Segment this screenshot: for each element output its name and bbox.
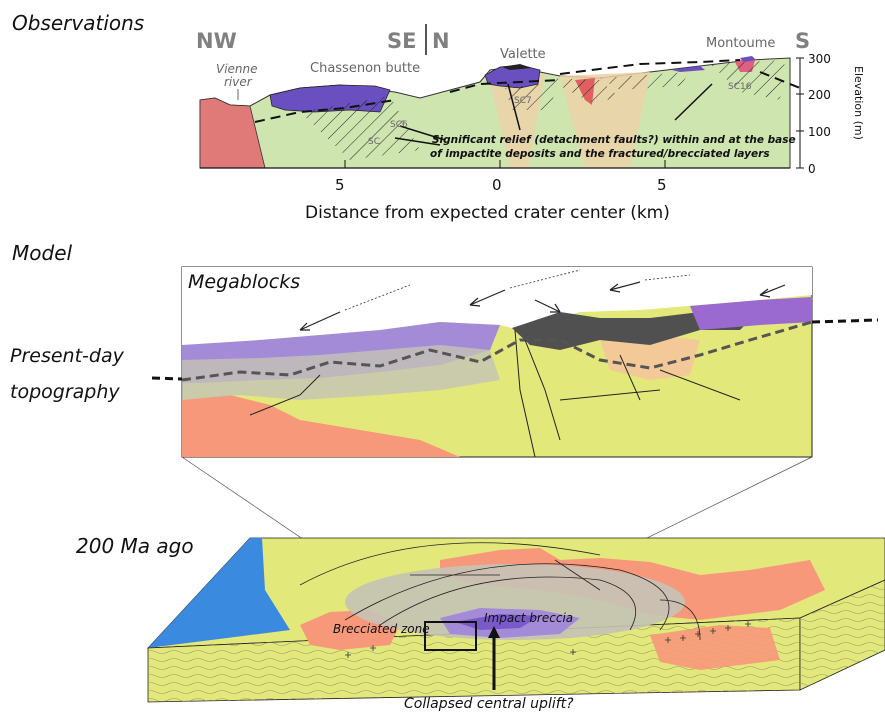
elevation-axis <box>796 57 804 169</box>
brecciated-zone-3 <box>600 72 690 90</box>
brecciated-zone-label: Brecciated zone <box>333 622 430 636</box>
present-day-label-2: topography <box>10 381 120 403</box>
dist-tick-5-left: 5 <box>335 176 345 194</box>
valette-label: Valette <box>500 47 546 62</box>
present-day-label-1: Present-day <box>10 345 125 367</box>
distance-ticks <box>344 160 666 168</box>
brecciated-zone-1 <box>300 96 420 160</box>
site-label-sc16: SC16 <box>728 82 752 92</box>
direction-s: S <box>795 29 810 53</box>
brecciated-zone-4 <box>710 60 785 100</box>
brecciated-zone-5 <box>505 82 560 110</box>
ancient-title: 200 Ma ago <box>76 534 194 558</box>
direction-nw: NW <box>196 29 237 53</box>
elev-tick-0: 0 <box>808 162 816 176</box>
block-diagram <box>147 537 885 703</box>
detachment-faults <box>254 59 801 123</box>
brecciated-zone-2 <box>545 78 620 102</box>
megablocks-panel <box>181 266 813 458</box>
elev-tick-200: 200 <box>808 88 831 102</box>
impactite-east <box>672 66 705 72</box>
collapsed-uplift-label: Collapsed central uplift? <box>404 696 574 712</box>
vienne-label-1: Vienne <box>216 62 258 76</box>
elev-tick-300: 300 <box>808 52 831 66</box>
model-title: Model <box>12 241 72 265</box>
zoom-box <box>424 621 477 651</box>
elevation-axis-label: Elevation (m) <box>852 66 865 140</box>
montoume-label: Montoume <box>706 36 775 51</box>
dist-tick-0: 0 <box>492 176 502 194</box>
site-label-sc: SC <box>368 137 380 147</box>
impactite-montoume-top <box>740 56 756 62</box>
melt-valette <box>502 64 532 70</box>
megablocks-label: Megablocks <box>188 271 300 293</box>
annotation-line-2: of impactite deposits and the fractured/… <box>430 148 770 160</box>
cross-section <box>199 56 801 169</box>
annotation-line-1: Significant relief (detachment faults?) … <box>432 134 796 146</box>
collapsed-uplift-arrow <box>488 626 500 690</box>
direction-n: N <box>432 29 450 53</box>
site-label-sc7: SC7 <box>514 96 532 106</box>
distance-axis-label: Distance from expected crater center (km… <box>305 203 670 223</box>
present-topography-line-right <box>811 318 879 324</box>
impact-breccia-label: Impact breccia <box>484 611 573 625</box>
direction-se: SE <box>387 29 416 53</box>
elev-tick-100: 100 <box>808 125 831 139</box>
vienne-label-2: river <box>224 75 253 89</box>
present-topography-line-left <box>151 376 183 381</box>
granite-crosses <box>345 621 751 658</box>
annotation-arrows <box>394 83 713 146</box>
site-label-sc6: SC6 <box>390 120 408 130</box>
observations-title: Observations <box>12 11 144 35</box>
chassenon-label: Chassenon butte <box>310 61 420 76</box>
dist-tick-5-right: 5 <box>657 176 667 194</box>
